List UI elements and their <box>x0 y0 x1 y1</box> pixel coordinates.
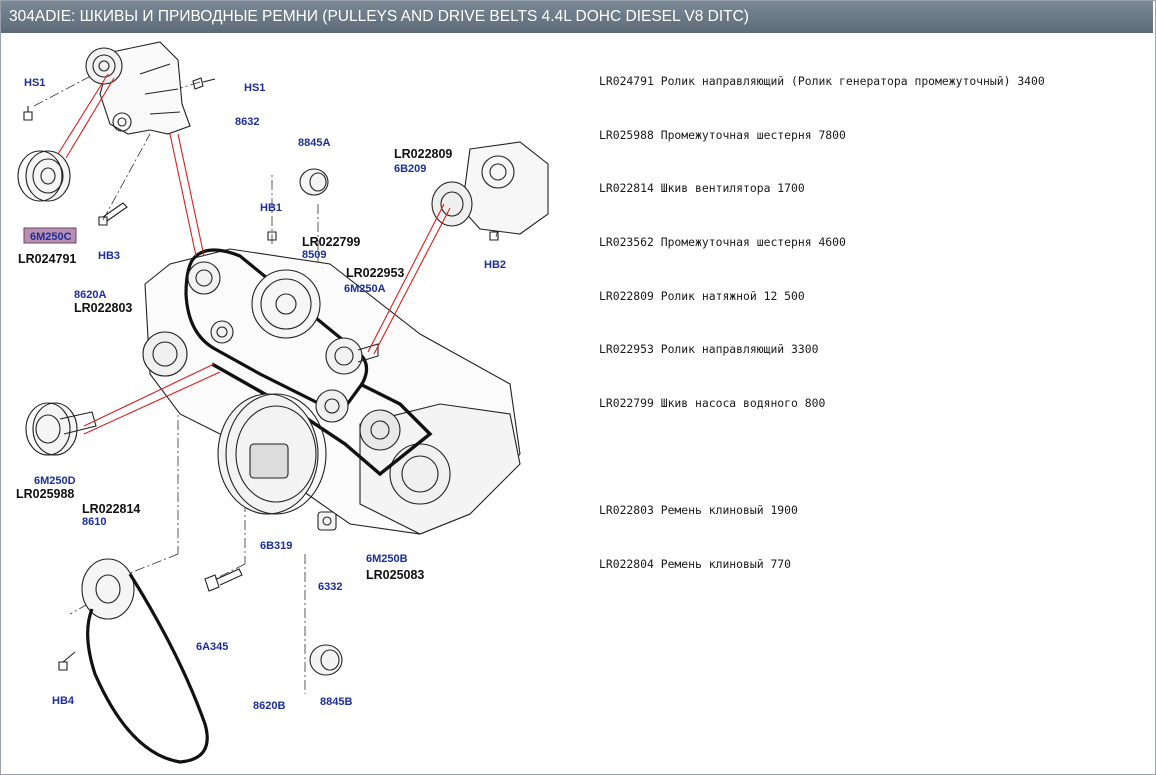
belt-8620b <box>86 573 209 764</box>
tensioner-6b209 <box>431 141 549 235</box>
idler-6m250d-mount <box>210 320 234 344</box>
callout-hs1-right[interactable]: HS1 <box>244 82 265 94</box>
red-leader-lines <box>57 73 451 435</box>
callout-6b319[interactable]: 6B319 <box>260 540 292 552</box>
callout-8845a[interactable]: 8845A <box>298 137 330 149</box>
callout-lr022809[interactable]: LR022809 <box>394 147 452 161</box>
callout-lr022799[interactable]: LR022799 <box>302 235 360 249</box>
callout-hb1[interactable]: HB1 <box>260 202 282 214</box>
belts-list-item: LR022803 Ремень клиновый 1900 <box>599 503 798 518</box>
tensioner-bracket <box>85 41 191 135</box>
callout-lr022814[interactable]: LR022814 <box>82 502 140 516</box>
callout-hb2[interactable]: HB2 <box>484 259 506 271</box>
parts-list-item: LR025988 Промежуточная шестерня 7800 <box>599 127 846 142</box>
idler-6m250b <box>359 409 401 451</box>
callout-lr022953[interactable]: LR022953 <box>346 266 404 280</box>
bolts <box>23 77 499 671</box>
callout-hb4[interactable]: HB4 <box>52 695 75 707</box>
list-spacer <box>599 449 1045 467</box>
callout-hb3[interactable]: HB3 <box>98 250 120 262</box>
callout-highlight-6m250c <box>23 227 77 244</box>
callout-8632[interactable]: 8632 <box>235 116 259 128</box>
belt-8620a <box>184 248 369 417</box>
parts-list-item: LR022809 Ролик натяжной 12 500 <box>599 288 805 303</box>
callout-lr022803[interactable]: LR022803 <box>74 301 132 315</box>
crankshaft-pulley <box>217 393 327 515</box>
callout-8610[interactable]: 8610 <box>82 516 106 528</box>
callout-6m250d[interactable]: 6M250D <box>34 475 76 487</box>
parts-list-item: LR022814 Шкив вентилятора 1700 <box>599 181 805 196</box>
callout-6b209[interactable]: 6B209 <box>394 163 426 175</box>
callout-6m250a[interactable]: 6M250A <box>344 283 386 295</box>
callout-lr025988[interactable]: LR025988 <box>16 487 74 501</box>
callout-8509[interactable]: 8509 <box>302 249 326 261</box>
callout-lr025083[interactable]: LR025083 <box>366 568 424 582</box>
callout-8620b[interactable]: 8620B <box>253 700 285 712</box>
parts-list-item: LR024791 Ролик направляющий (Ролик генер… <box>599 73 1045 88</box>
cap-8845a <box>299 168 329 196</box>
idler-gear-left <box>25 402 97 456</box>
parts-list: LR024791 Ролик направляющий (Ролик генер… <box>599 37 1045 592</box>
idler-6m250a <box>325 337 379 375</box>
parts-list-item: LR022953 Ролик направляющий 3300 <box>599 342 819 357</box>
fan-pulley-8610 <box>81 558 135 620</box>
idler-mid <box>315 389 349 423</box>
cap-8845b <box>309 644 343 676</box>
callout-6m250b[interactable]: 6M250B <box>366 553 408 565</box>
idler-pulley-left <box>17 150 71 202</box>
upper-idler <box>187 261 221 295</box>
parts-list-item: LR023562 Промежуточная шестерня 4600 <box>599 234 846 249</box>
exploded-view-diagram: HS1 HS1 8632 8845A 6M250C LR024791 HB3 H… <box>16 41 549 764</box>
belts-list-item: LR022804 Ремень клиновый 770 <box>599 557 792 572</box>
page-title: 304ADIE: ШКИВЫ И ПРИВОДНЫЕ РЕМНИ (PULLEY… <box>1 1 1153 33</box>
parts-list-item: LR022799 Шкив насоса водяного 800 <box>599 396 826 411</box>
callout-6a345[interactable]: 6A345 <box>196 641 228 653</box>
callout-8845b[interactable]: 8845B <box>320 696 352 708</box>
callout-lr024791[interactable]: LR024791 <box>18 252 76 266</box>
washer-6332 <box>317 511 337 531</box>
callout-6m250c[interactable]: 6M250C <box>30 231 72 243</box>
callout-6332[interactable]: 6332 <box>318 581 342 593</box>
callout-hs1-left[interactable]: HS1 <box>24 77 45 89</box>
water-pump-pulley <box>251 269 321 339</box>
callout-8620a[interactable]: 8620A <box>74 289 106 301</box>
